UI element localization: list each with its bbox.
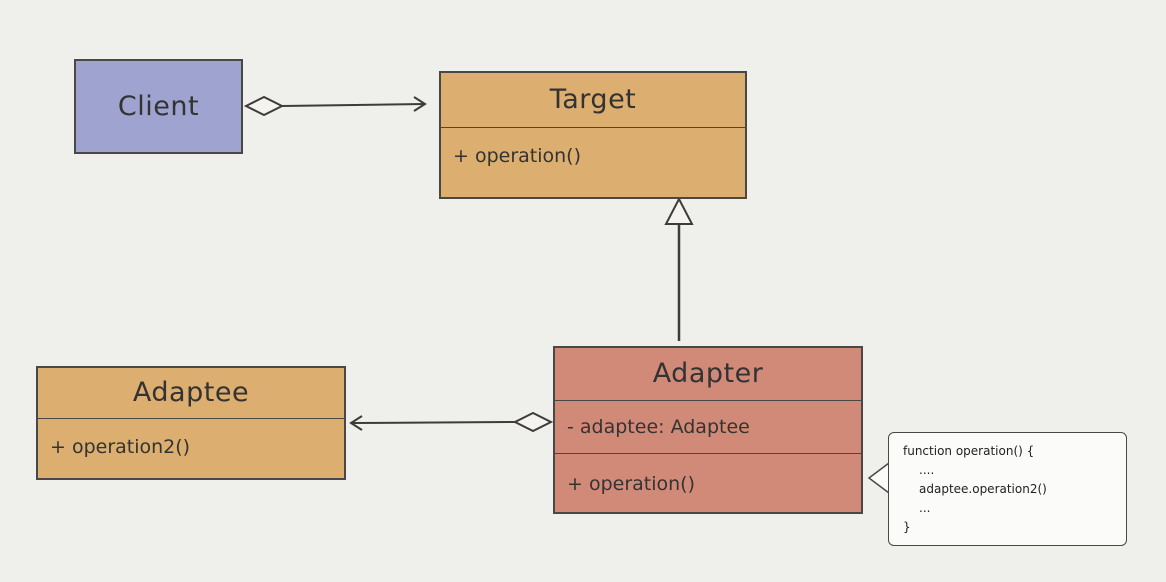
note-line: .... [919,463,935,477]
adapter-class: Adapter - adaptee: Adaptee + operation() [553,346,863,514]
code-note: function operation() { .... adaptee.oper… [888,432,1127,546]
adaptee-class-name: Adaptee [132,377,250,408]
client-class: Client [74,59,243,154]
arrowhead-to-target [413,96,427,112]
note-pointer [867,461,892,495]
adapter-method: + operation() [555,453,861,514]
inheritance-triangle [664,196,694,225]
target-method: + operation() [441,127,745,184]
adapter-attribute: - adaptee: Adaptee [555,400,861,453]
note-line: ... [919,501,931,515]
target-class-name: Target [549,84,637,115]
target-class: Target + operation() [439,71,747,199]
client-target-aggregation [243,95,427,117]
adaptee-class: Adaptee + operation2() [36,366,346,480]
adapter-target-generalization [664,196,694,341]
note-line: } [903,520,911,534]
adapter-class-name: Adapter [652,358,764,389]
adaptee-method: + operation2() [38,418,344,475]
note-line: adaptee.operation2() [919,482,1047,496]
arrowhead-to-adaptee [349,415,363,431]
note-line: function operation() { [903,444,1035,458]
aggregation-diamond-adapter [512,411,554,433]
aggregation-diamond-client [243,95,285,117]
client-class-name: Client [117,91,200,122]
adapter-adaptee-aggregation [349,411,554,433]
